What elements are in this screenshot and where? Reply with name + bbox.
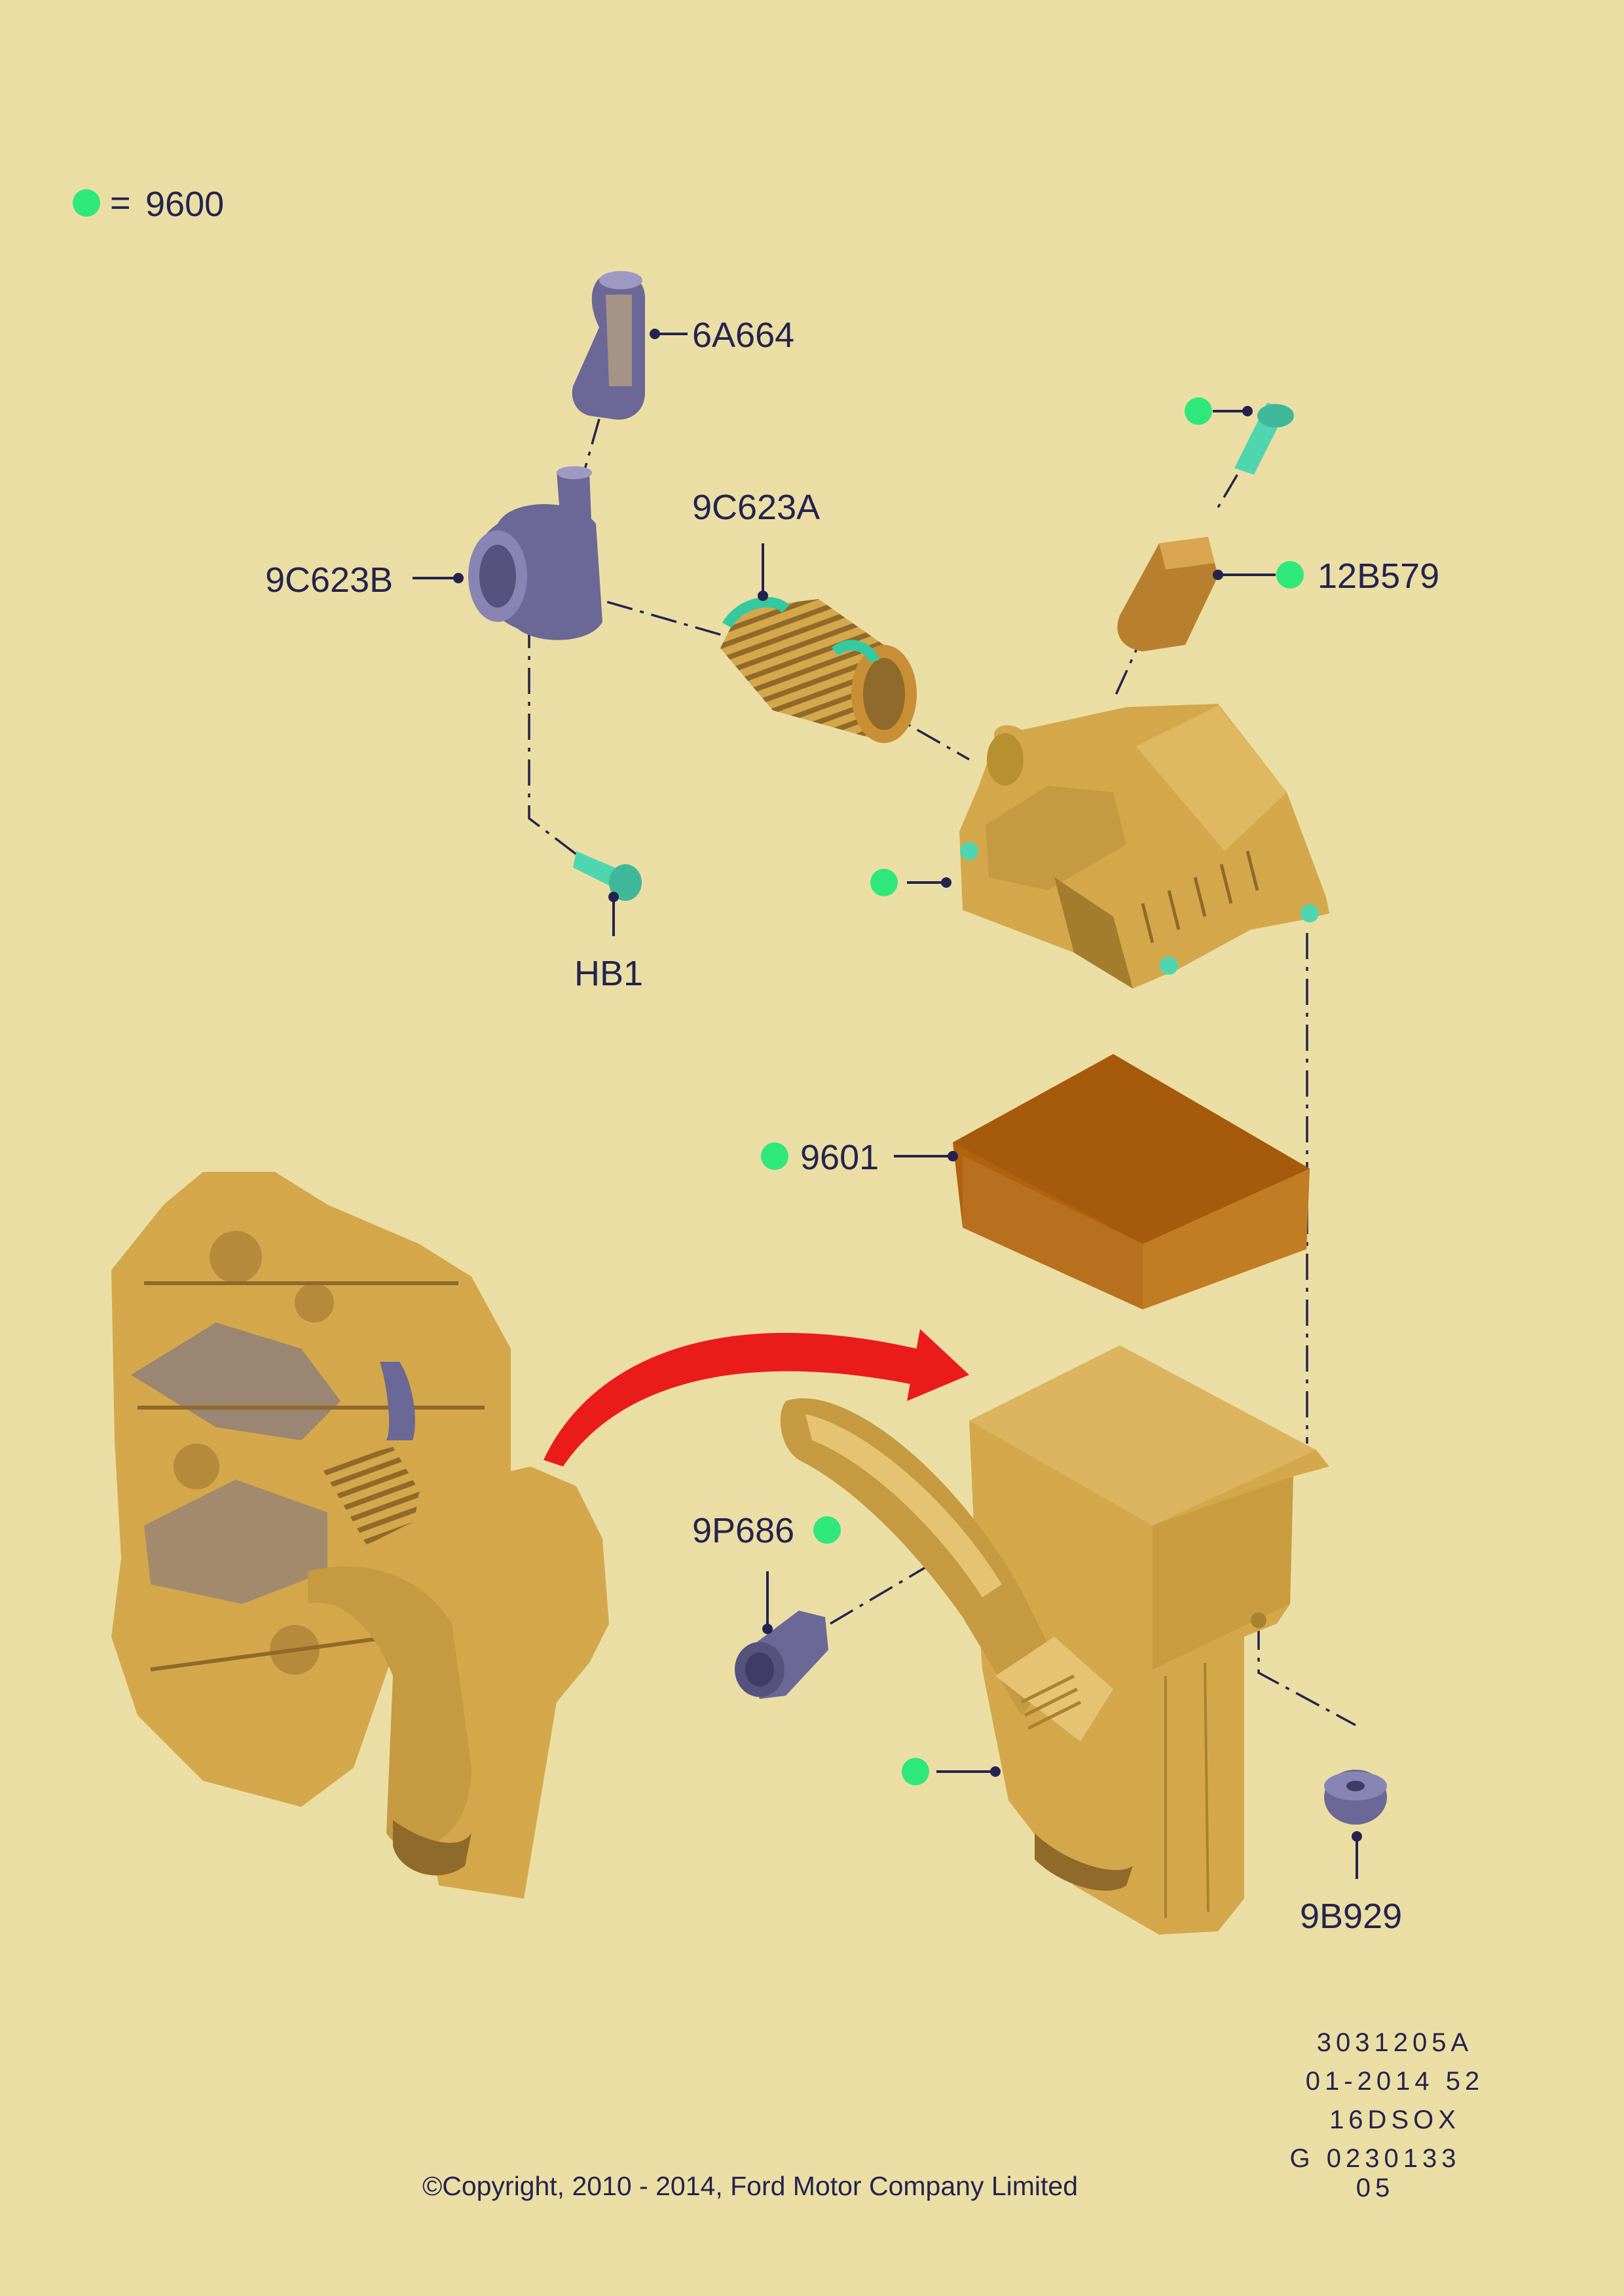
green-dot-icon xyxy=(902,1758,929,1785)
resonator-9C623B xyxy=(468,466,602,640)
drawing-code-line-4: G 0230133 05 xyxy=(1289,2144,1461,2202)
green-dot-icon xyxy=(761,1142,788,1170)
callout-housing xyxy=(902,1758,1001,1785)
label-9B929: 9B929 xyxy=(1300,1897,1402,1936)
air-tube-6A664 xyxy=(572,271,645,420)
label-9C623B: 9C623B xyxy=(265,560,393,600)
drawing-code-line-3: 16DSOX xyxy=(1329,2105,1460,2134)
hose-9C623A xyxy=(720,596,917,743)
legend-value: 9600 xyxy=(145,185,224,224)
connector-9P686 xyxy=(735,1611,828,1699)
filter-element-9601 xyxy=(953,1054,1310,1309)
legend: = 9600 xyxy=(73,183,224,224)
drawing-code-line-2: 01-2014 52 xyxy=(1305,2067,1485,2096)
callout-9C623A: 9C623A xyxy=(692,488,820,601)
copyright-notice: ©Copyright, 2010 - 2014, Ford Motor Comp… xyxy=(422,2171,1079,2201)
green-dot-icon xyxy=(870,869,898,896)
grommet-9B929 xyxy=(1324,1770,1387,1825)
drawing-code-line-1: 3031205A xyxy=(1316,2028,1473,2057)
legend-green-dot-icon xyxy=(73,189,100,217)
sensor-12B579 xyxy=(1117,537,1218,651)
label-9P686: 9P686 xyxy=(692,1511,794,1550)
label-HB1: HB1 xyxy=(574,954,643,993)
callout-9C623B: 9C623B xyxy=(265,560,464,600)
green-dot-icon xyxy=(1185,397,1212,425)
callout-12B579: 12B579 xyxy=(1213,556,1439,596)
callout-9P686: 9P686 xyxy=(692,1511,841,1634)
air-cleaner-cover xyxy=(959,704,1329,989)
callout-HB1: HB1 xyxy=(574,892,643,993)
screw-HB1 xyxy=(573,851,642,901)
callout-6A664: 6A664 xyxy=(650,316,794,355)
callout-cover xyxy=(870,869,951,896)
legend-equals: = xyxy=(110,183,131,223)
callout-bolt-top xyxy=(1185,397,1253,425)
label-9C623A: 9C623A xyxy=(692,488,820,527)
label-9601: 9601 xyxy=(800,1138,879,1177)
bolt-top xyxy=(1234,403,1294,475)
red-arrow-icon xyxy=(544,1329,969,1467)
callout-9B929: 9B929 xyxy=(1300,1831,1402,1936)
air-cleaner-housing xyxy=(780,1345,1329,1935)
engine-assembly xyxy=(111,1172,609,1899)
callout-9601: 9601 xyxy=(761,1138,958,1177)
label-12B579: 12B579 xyxy=(1318,556,1439,596)
green-dot-icon xyxy=(1276,561,1304,589)
label-6A664: 6A664 xyxy=(692,316,794,355)
green-dot-icon xyxy=(813,1516,841,1544)
